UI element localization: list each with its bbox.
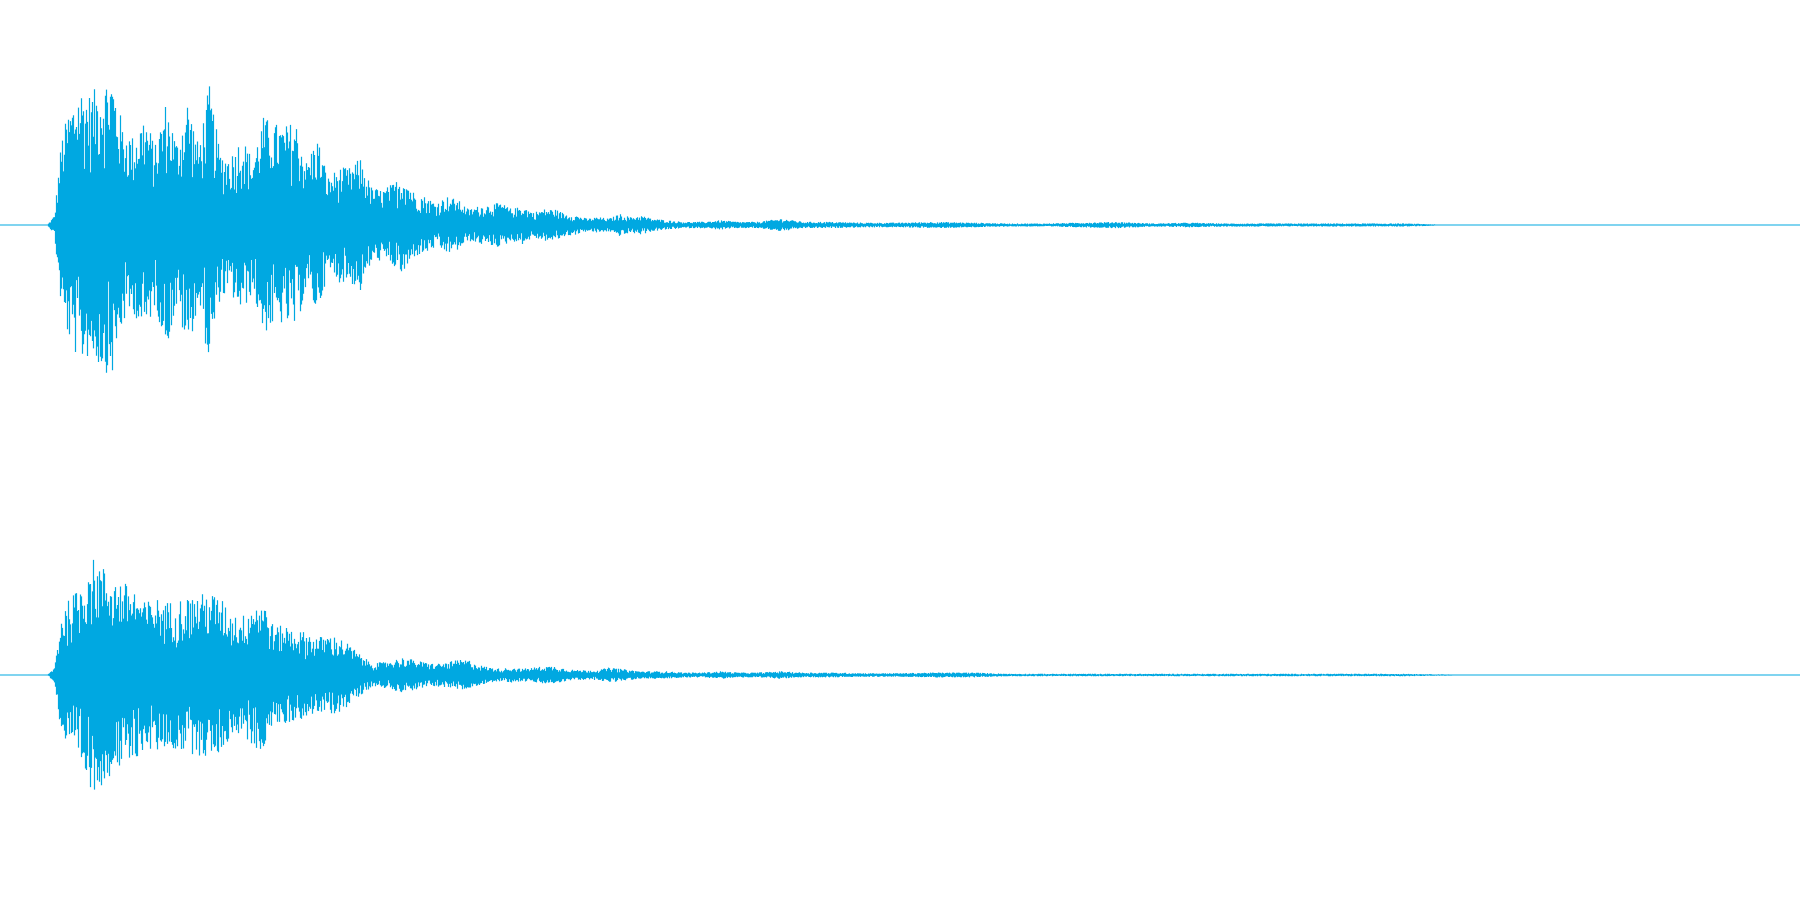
channel-1-signal — [46, 86, 1440, 373]
channel-2-signal — [46, 559, 1458, 790]
channel-1-waveform — [0, 86, 1800, 373]
channel-2-waveform — [0, 559, 1800, 790]
